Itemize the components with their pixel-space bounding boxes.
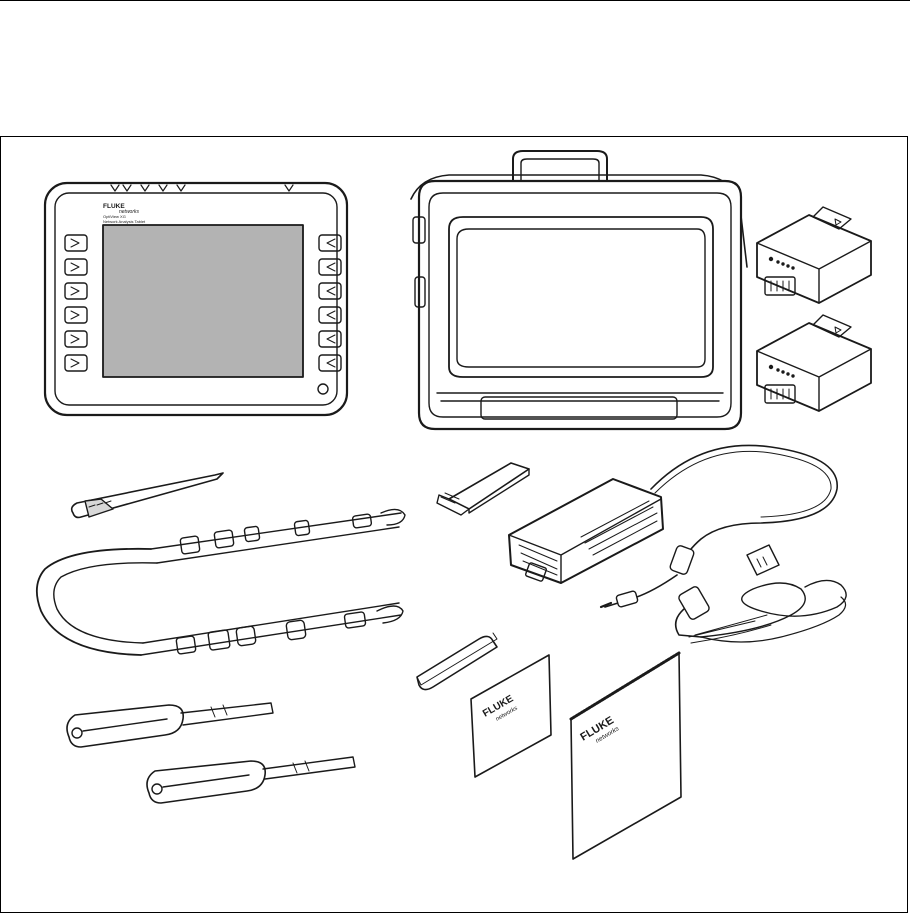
battery-pack-2 — [757, 315, 871, 411]
carrying-case — [411, 151, 747, 429]
getting-started-guide: FLUKE networks — [471, 655, 551, 777]
shoulder-strap — [37, 509, 405, 655]
page-top-rule — [0, 0, 910, 1]
battery-pack-1 — [757, 207, 871, 303]
users-manual: FLUKE networks — [571, 653, 681, 859]
analyzer-model-line2: Network Analysis Tablet — [103, 219, 146, 224]
package-contents-figure: FLUKE networks OptiView XG Network Analy… — [0, 136, 908, 913]
hand-strap-1 — [67, 703, 273, 747]
sfp-transceiver — [437, 463, 529, 515]
hand-strap-2 — [147, 757, 355, 803]
stylus — [72, 473, 223, 518]
network-analyzer-tablet: FLUKE networks OptiView XG Network Analy… — [45, 183, 347, 415]
usb-flash-drive — [417, 633, 497, 690]
ac-power-cord — [676, 545, 846, 643]
